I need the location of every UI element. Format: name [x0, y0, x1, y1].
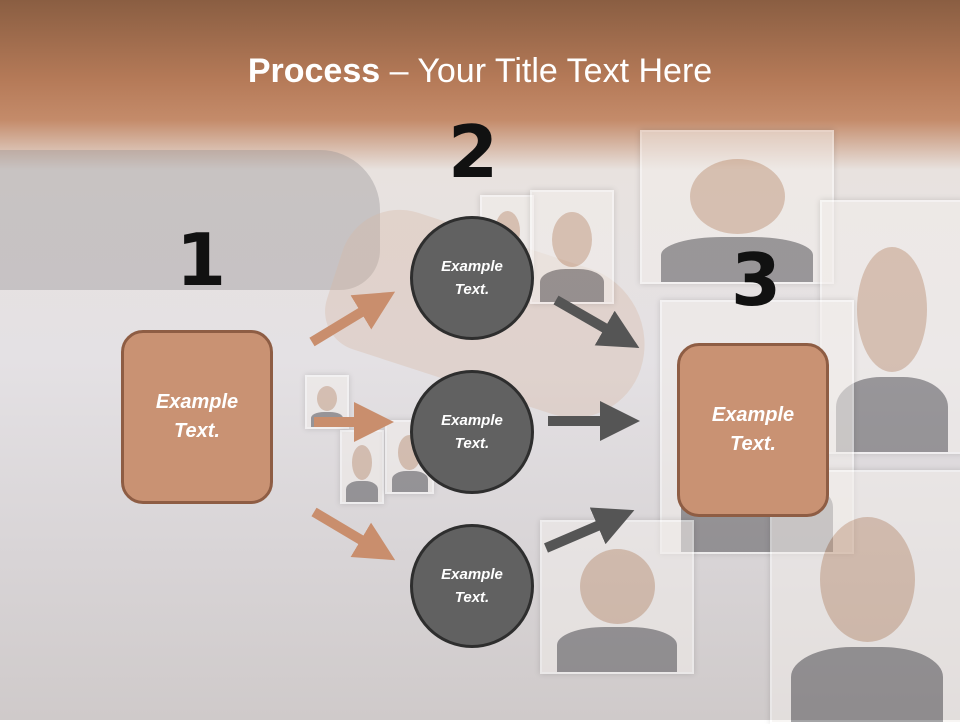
title-bold: Process — [247, 52, 381, 90]
circle-top-line1: Example — [441, 258, 503, 275]
slide-title: Process – Your Title Text Here — [0, 52, 960, 91]
title-rest: – Your Title Text Here — [380, 52, 713, 90]
step-1-text-line2: Text. — [174, 420, 220, 442]
circle-middle-line2: Text. — [454, 435, 490, 452]
step-number-1: 1 — [176, 218, 227, 302]
step-3-text-line2: Text. — [730, 433, 776, 455]
circle-bottom-line2: Text. — [454, 589, 490, 606]
background-photo — [305, 375, 349, 429]
background-photo — [340, 430, 384, 504]
background-photo — [530, 190, 614, 304]
background-photo — [640, 130, 834, 284]
step-number-3: 3 — [731, 238, 782, 322]
background-photo — [820, 200, 960, 454]
step-3-text-line1: Example — [711, 404, 795, 426]
step-number-2: 2 — [448, 110, 499, 194]
circle-middle-line1: Example — [441, 412, 503, 429]
step-1-text-line1: Example — [155, 391, 239, 413]
background-photo — [540, 520, 694, 674]
circle-top-line2: Text. — [454, 281, 490, 298]
background-sleeve — [0, 150, 380, 290]
circle-bottom-line1: Example — [441, 566, 503, 583]
